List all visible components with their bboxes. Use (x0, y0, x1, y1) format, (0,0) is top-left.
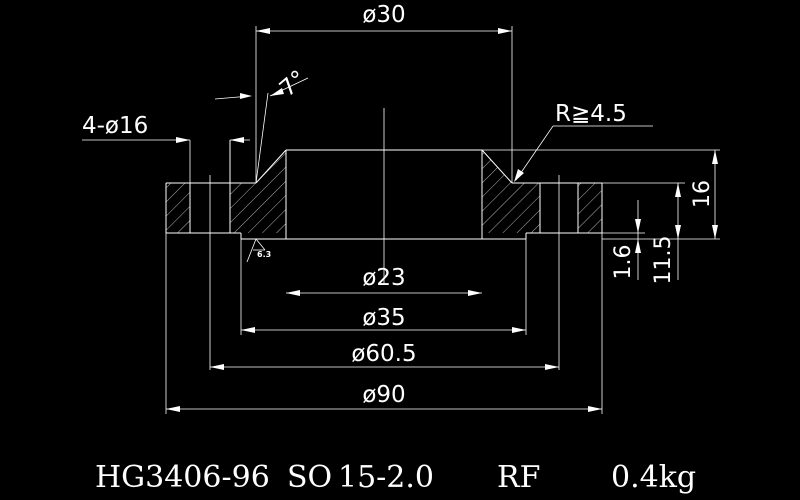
title-block: HG3406-96 SO 15-2.0 RF 0.4kg (0, 458, 800, 498)
dim-thickness-16: 16 (482, 149, 720, 240)
dim-d60-5-label: ø60.5 (351, 341, 416, 367)
dim-raised-face-1-6-label: 1.6 (611, 245, 636, 280)
flange-type: SO (287, 460, 333, 495)
dim-flange-11-5-label: 11.5 (651, 236, 676, 285)
roughness-symbol: 6.3 (246, 238, 271, 263)
dim-weld-angle: 7° (214, 66, 312, 184)
dim-radius-label: R≧4.5 (555, 101, 627, 127)
size-rating: 15-2.0 (338, 460, 435, 495)
dim-holes-label: 4-ø16 (82, 113, 148, 139)
dim-thickness-16-label: 16 (690, 180, 715, 208)
dim-holes: 4-ø16 (82, 113, 250, 183)
dim-d23-label: ø23 (362, 265, 405, 291)
section-hatching (166, 150, 602, 233)
dim-d90: ø90 (165, 233, 603, 414)
weight: 0.4kg (611, 460, 697, 495)
face-type: RF (497, 460, 541, 495)
dim-flange-11-5: 11.5 (602, 182, 685, 285)
dim-weld-angle-label: 7° (275, 66, 312, 103)
dim-d23: ø23 (286, 265, 482, 296)
roughness-label: 6.3 (257, 250, 271, 259)
dim-d60-5: ø60.5 (210, 341, 559, 370)
dim-d35-label: ø35 (362, 305, 405, 331)
dim-d90-label: ø90 (362, 382, 405, 408)
dim-d30: ø30 (256, 2, 512, 34)
standard-code: HG3406-96 (95, 460, 270, 495)
dim-d30-label: ø30 (362, 2, 405, 28)
dim-radius: R≧4.5 (514, 101, 653, 182)
dim-d35: ø35 (240, 239, 527, 335)
dim-raised-face-1-6: 1.6 (526, 200, 645, 280)
